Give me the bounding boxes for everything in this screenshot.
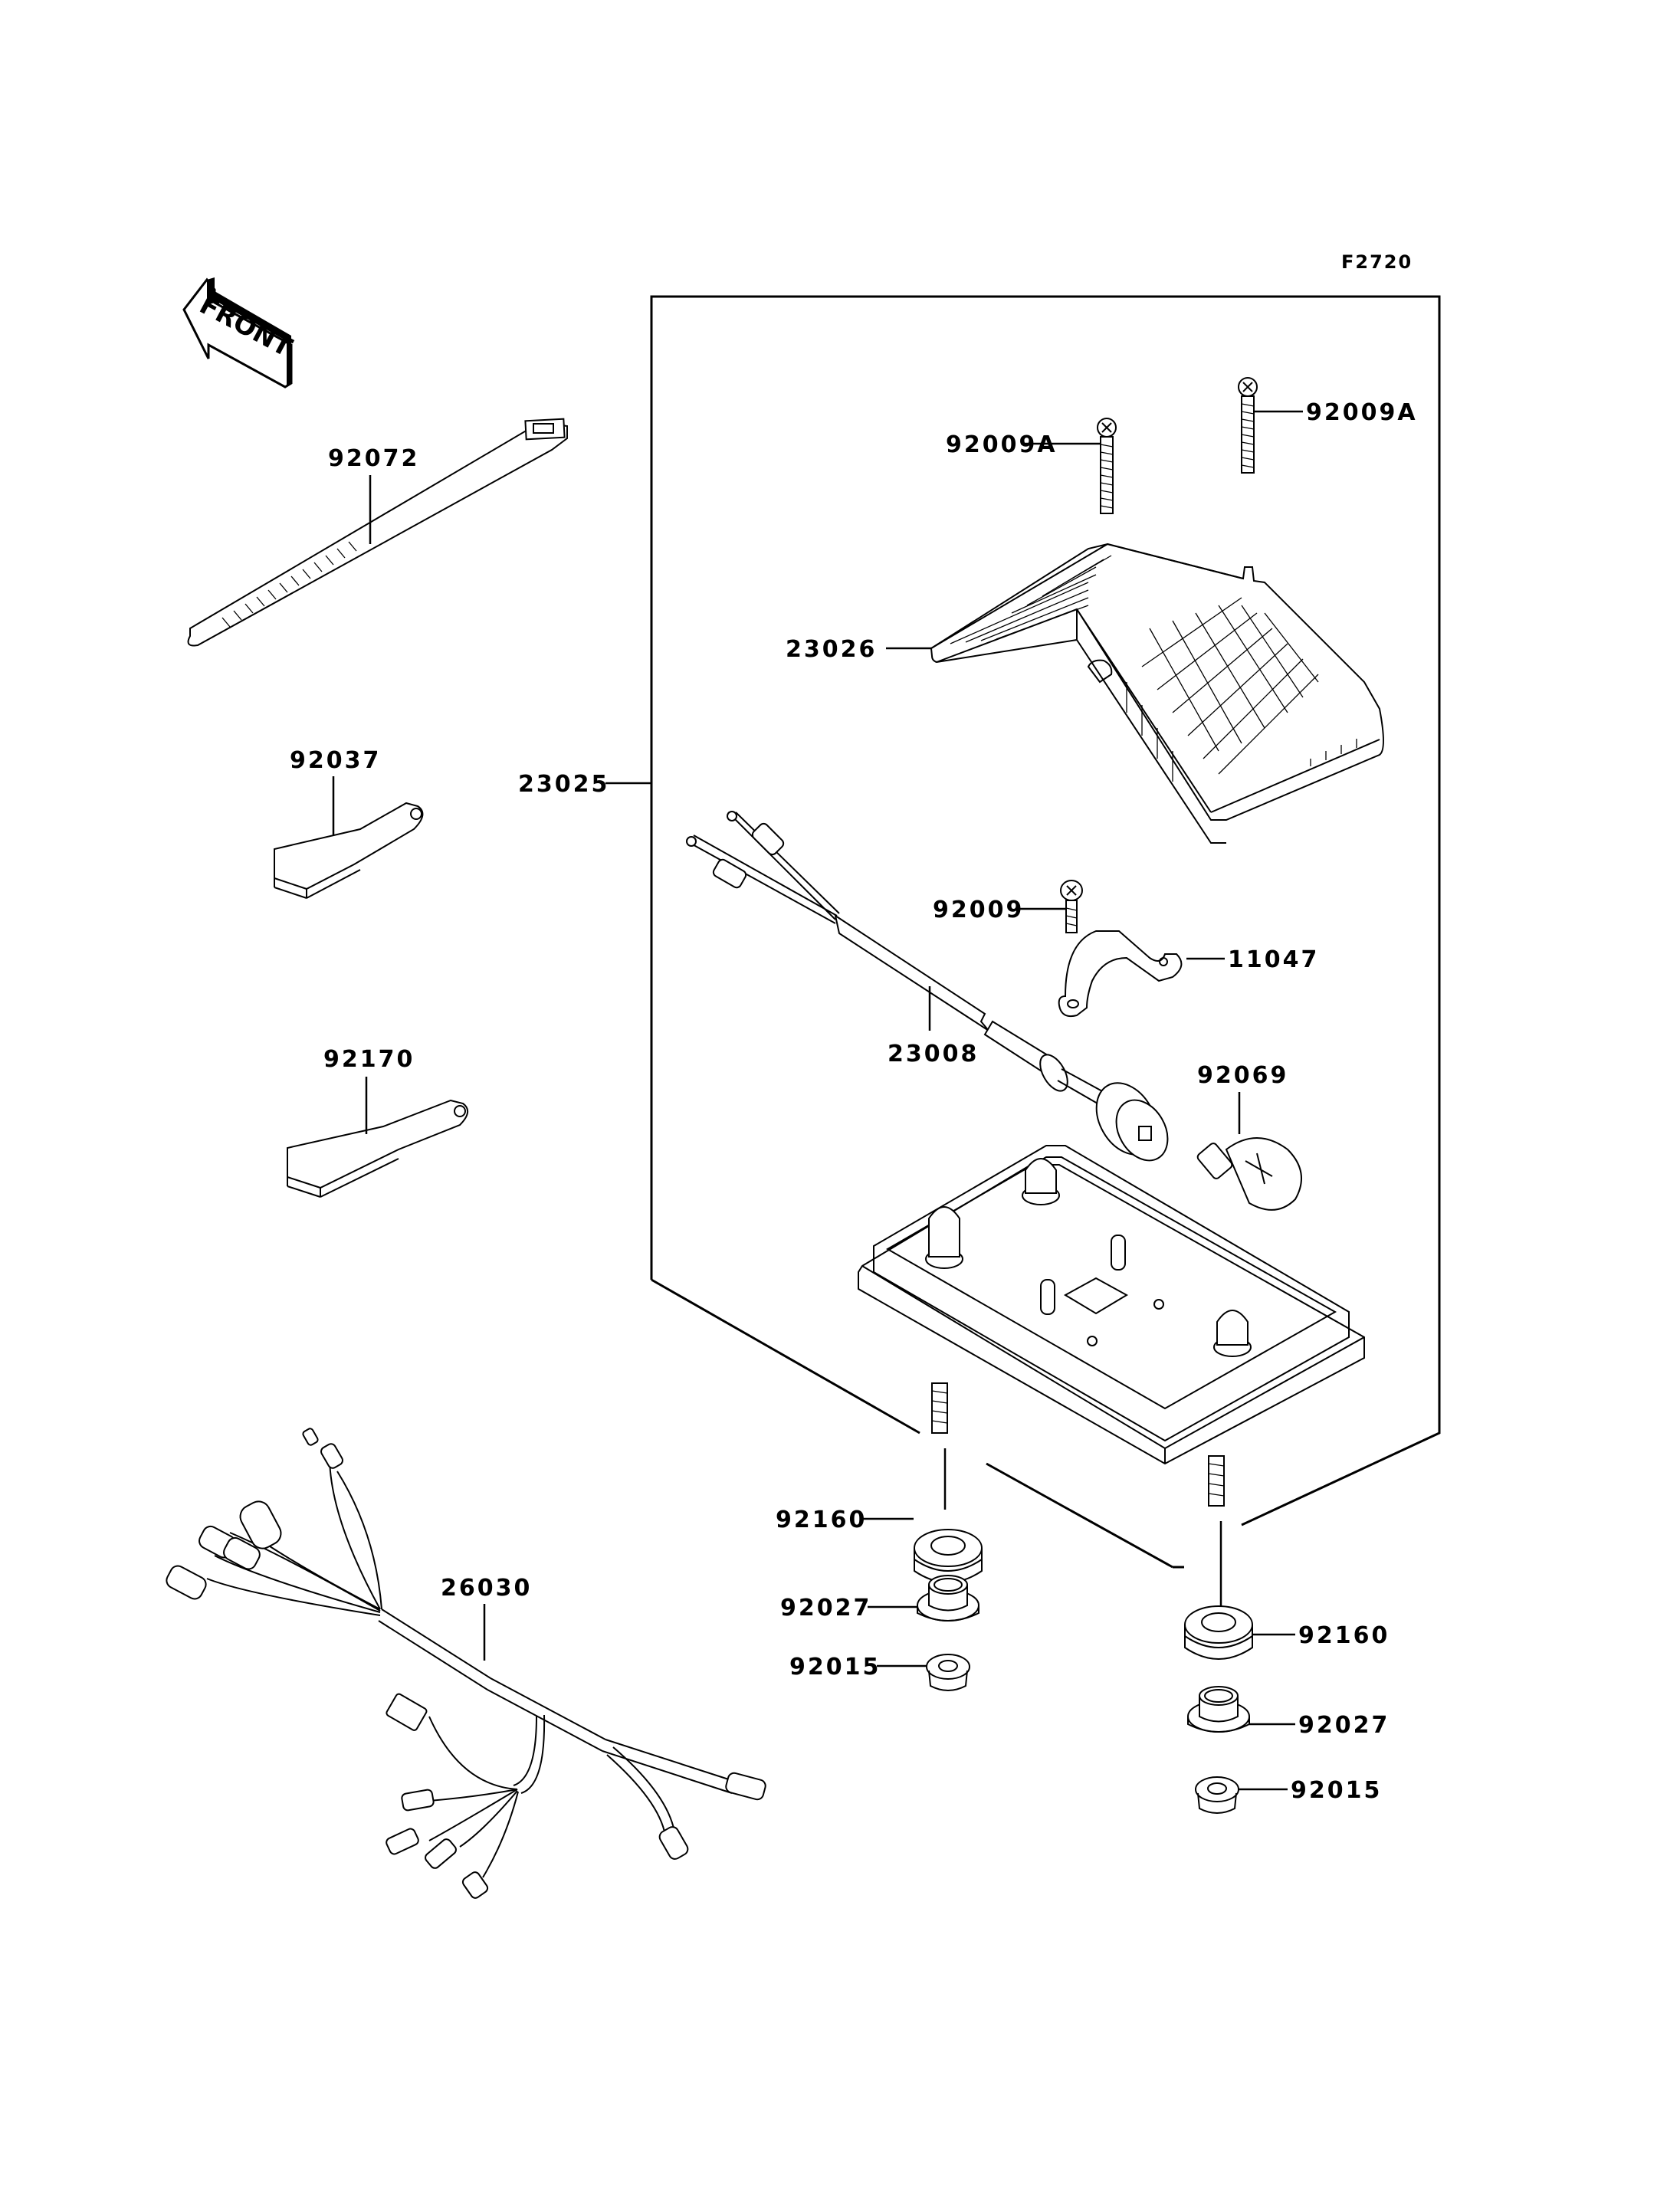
part-label-collar-right: 92027 bbox=[1298, 1712, 1390, 1739]
part-label-screw-long-1: 92009A bbox=[946, 431, 1058, 458]
lamp-base-part bbox=[858, 1145, 1365, 1613]
part-label-band-a: 92037 bbox=[290, 747, 381, 774]
clamp-part bbox=[1058, 930, 1225, 1018]
assembly-bracket bbox=[605, 295, 1441, 1569]
part-label-collar-left: 92027 bbox=[780, 1595, 871, 1622]
band-a-part bbox=[274, 776, 424, 899]
nut-right-part bbox=[1195, 1776, 1288, 1814]
wire-harness-part bbox=[166, 1428, 766, 1899]
part-label-nut-left: 92015 bbox=[789, 1654, 881, 1681]
part-label-socket-wiring: 23008 bbox=[888, 1041, 979, 1067]
part-label-screw-long-2: 92009A bbox=[1306, 399, 1418, 426]
socket-wiring-part bbox=[686, 811, 1169, 1162]
part-label-screw-short: 92009 bbox=[933, 897, 1024, 923]
collar-left-part bbox=[868, 1575, 979, 1622]
band-b-part bbox=[287, 1077, 468, 1198]
nut-left-part bbox=[877, 1654, 970, 1691]
collar-right-part bbox=[1187, 1686, 1295, 1733]
lens-part bbox=[886, 543, 1384, 844]
part-label-clamp: 11047 bbox=[1228, 946, 1319, 973]
part-label-nut-right: 92015 bbox=[1291, 1777, 1382, 1804]
screw-long-1-part bbox=[1021, 418, 1117, 514]
part-label-cable-tie: 92072 bbox=[328, 445, 419, 472]
part-label-bulb: 92069 bbox=[1197, 1062, 1288, 1089]
damper-right-part bbox=[1184, 1605, 1295, 1660]
part-label-lens: 23026 bbox=[786, 636, 877, 663]
damper-left-part bbox=[862, 1517, 983, 1583]
bulb-part bbox=[1196, 1092, 1302, 1211]
part-label-damper-right: 92160 bbox=[1298, 1622, 1390, 1649]
screw-short-part bbox=[1017, 880, 1083, 933]
front-arrow-icon: FRONT bbox=[182, 277, 297, 389]
cable-tie-part bbox=[187, 418, 568, 647]
part-label-tail-lamp-assy: 23025 bbox=[518, 771, 609, 798]
part-label-damper-left: 92160 bbox=[776, 1507, 867, 1533]
reference-code: F2720 bbox=[1341, 251, 1413, 273]
screw-long-2-part bbox=[1238, 377, 1303, 474]
part-label-band-b: 92170 bbox=[323, 1046, 415, 1073]
part-label-wire-harness: 26030 bbox=[441, 1575, 532, 1602]
